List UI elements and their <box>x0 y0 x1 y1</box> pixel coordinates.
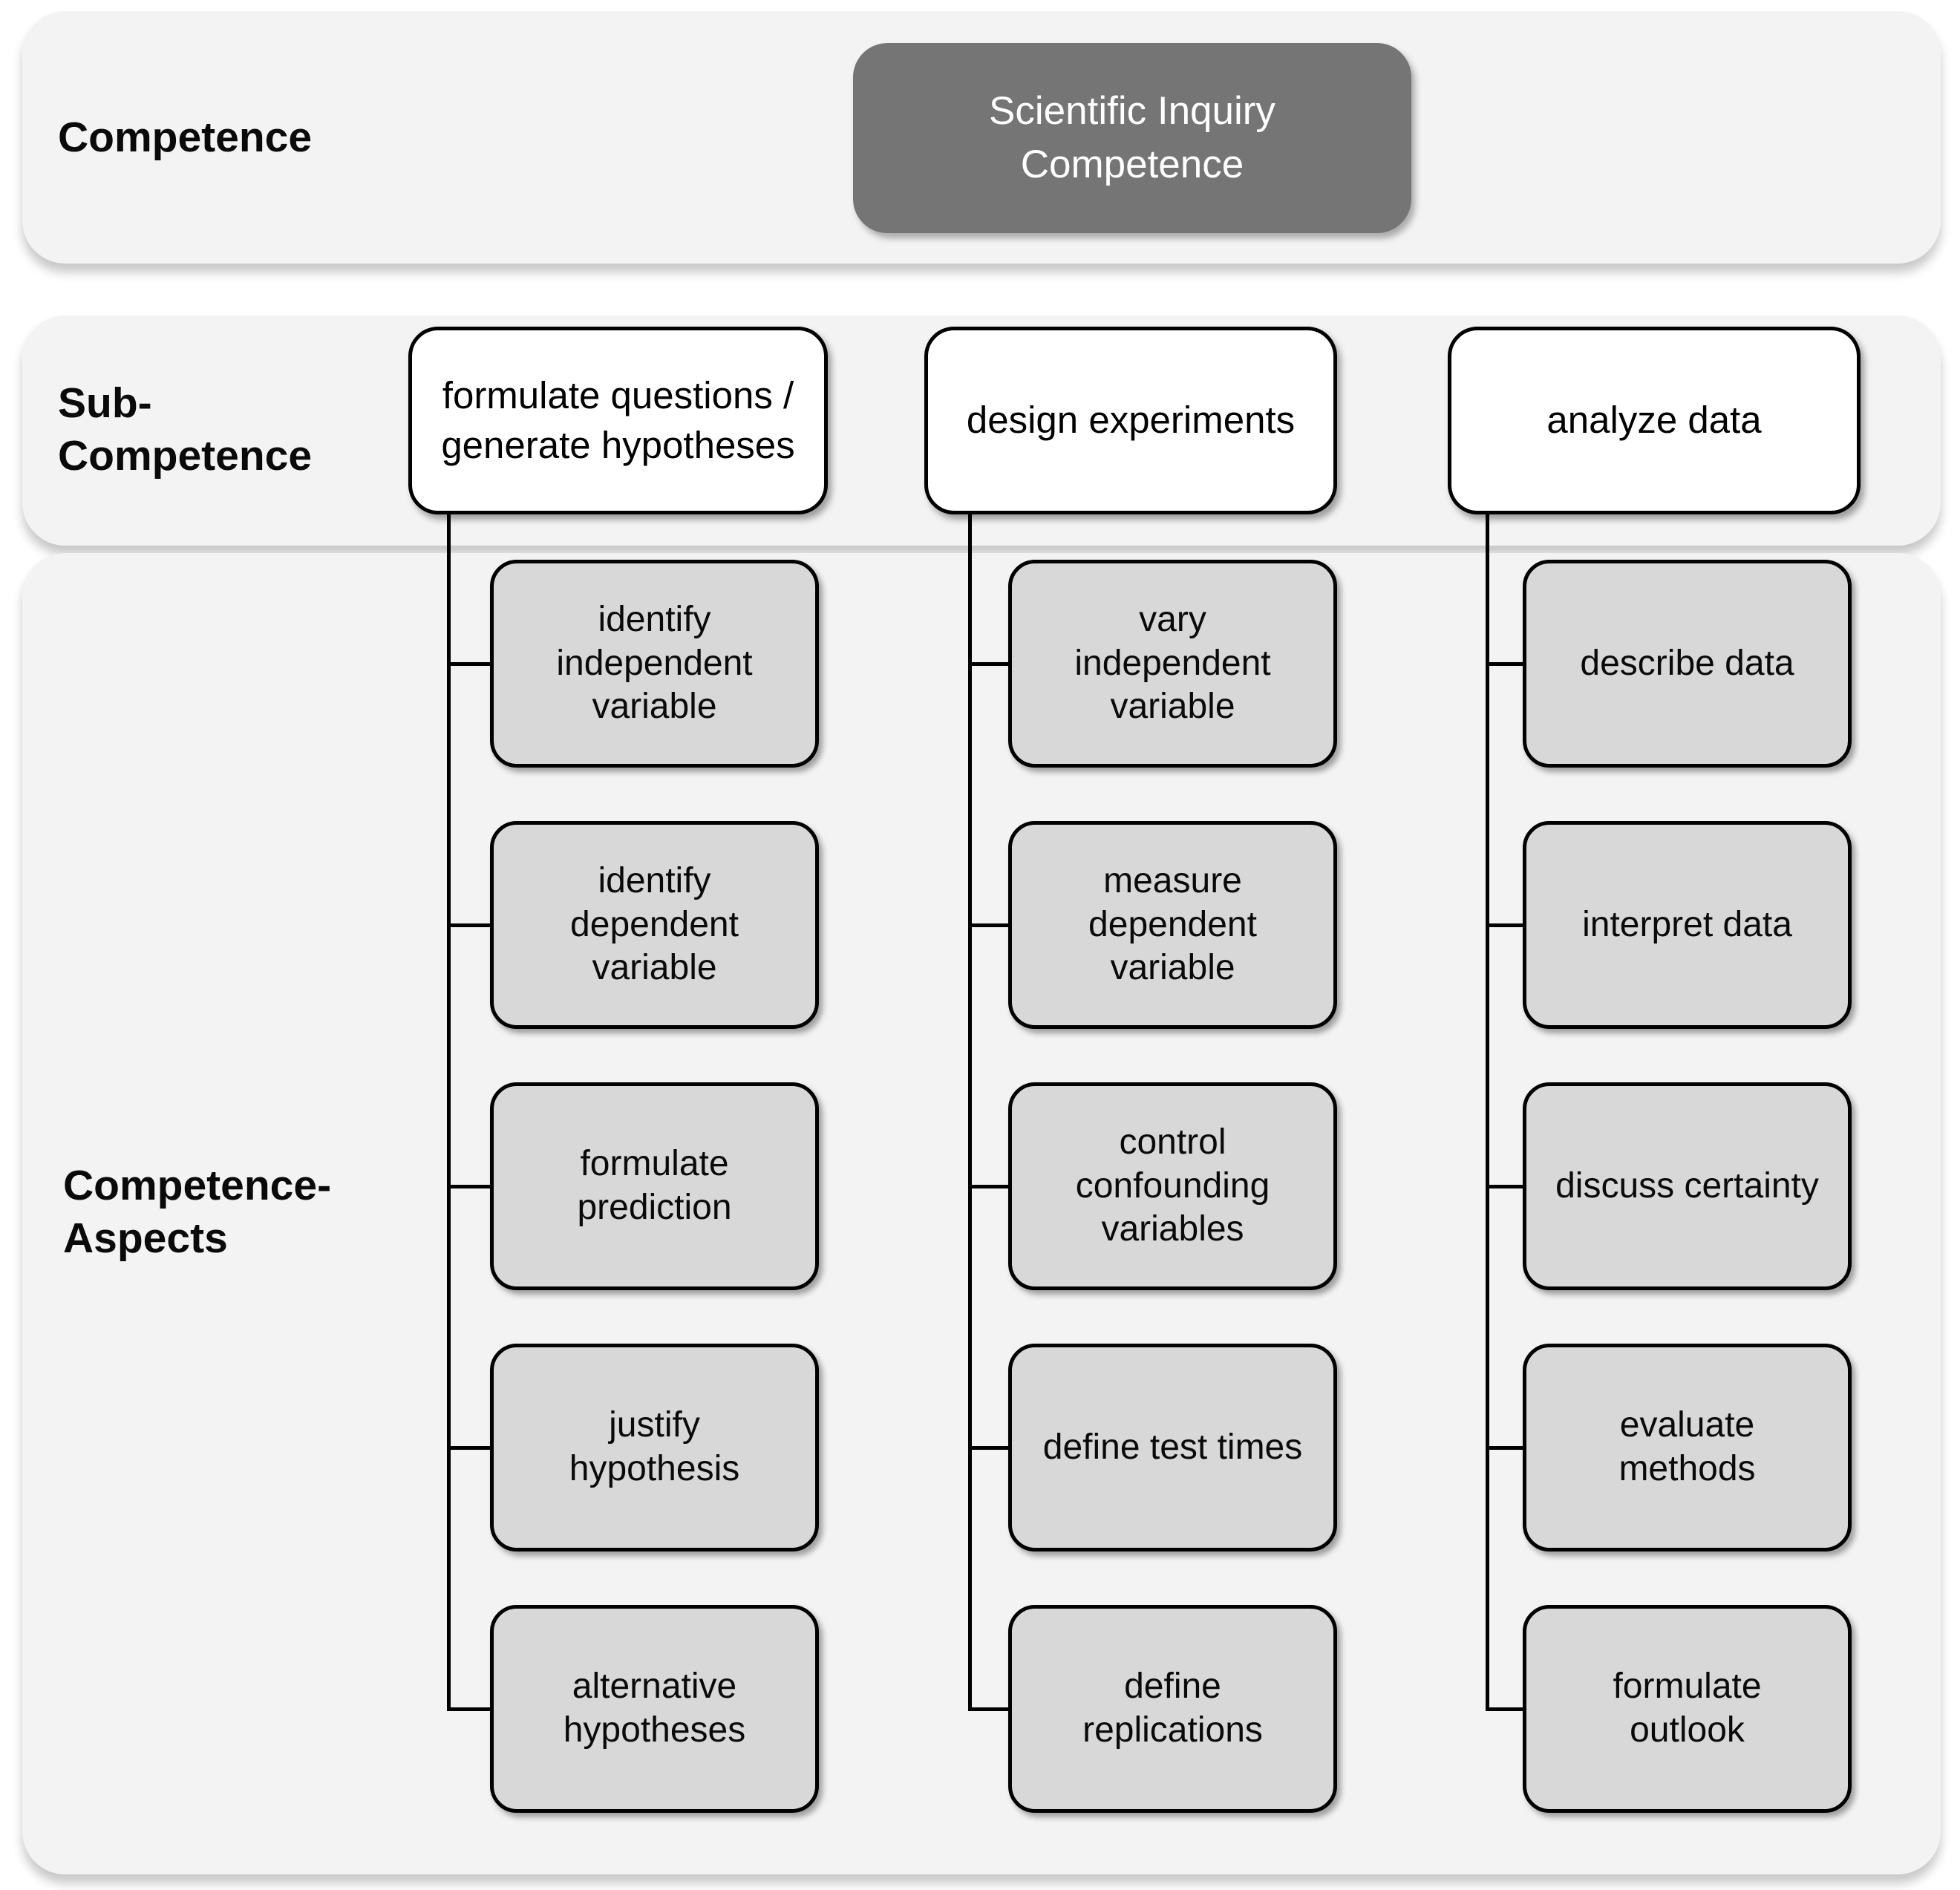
sub-competence-box-formulate-questions-generate-hypotheses: formulate questions /generate hypotheses <box>408 327 828 514</box>
connector-stub <box>447 1446 493 1450</box>
connector-stub <box>1486 662 1526 666</box>
aspect-box-define-test-times: define test times <box>1008 1344 1337 1551</box>
connector-stub <box>1486 1707 1526 1711</box>
connector-stub <box>968 1185 1011 1188</box>
aspect-box-describe-data: describe data <box>1523 560 1852 768</box>
connector-stub <box>447 662 493 666</box>
connector-stub <box>968 923 1011 927</box>
sub-competence-box-analyze-data: analyze data <box>1448 327 1861 514</box>
connector-stub <box>1486 1446 1526 1450</box>
competence-band-label: Competence <box>58 114 313 161</box>
connector-stub <box>447 1707 493 1711</box>
sub-competence-band-label: Sub-Competence <box>58 379 313 480</box>
connector-trunk-formulate-questions <box>447 514 451 1711</box>
competence-aspects-band-label: Competence-Aspects <box>63 1162 332 1263</box>
sub-competence-box-design-experiments: design experiments <box>924 327 1337 514</box>
connector-stub <box>968 1446 1011 1450</box>
aspect-box-interpret-data: interpret data <box>1523 821 1852 1029</box>
connector-trunk-analyze-data <box>1486 514 1489 1711</box>
connector-stub <box>968 1707 1011 1711</box>
connector-stub <box>1486 923 1526 927</box>
connector-stub <box>447 1185 493 1188</box>
connector-trunk-design-experiments <box>968 514 972 1711</box>
connector-stub <box>1486 1185 1526 1188</box>
aspect-box-discuss-certainty: discuss certainty <box>1523 1082 1852 1290</box>
connector-stub <box>968 662 1011 666</box>
connector-stub <box>447 923 493 927</box>
